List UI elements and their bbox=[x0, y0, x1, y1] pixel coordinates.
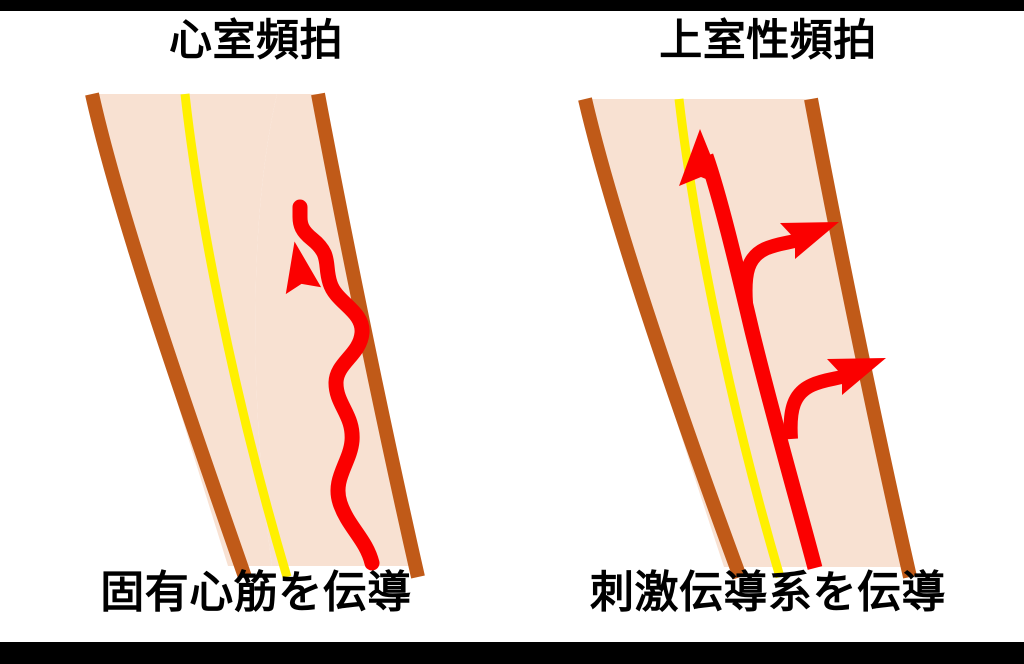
wall-outline-right-outer bbox=[804, 97, 917, 579]
panel-supraventricular-tachycardia: 上室性頻拍 刺激伝導系 bbox=[512, 11, 1024, 642]
vessel-diagram-left bbox=[85, 92, 425, 580]
main-impulse-arrow-shaft-right bbox=[698, 153, 823, 570]
myocardium-fill-left bbox=[92, 94, 277, 566]
panel-ventricular-tachycardia: 心室頻拍 固有心筋を伝導 bbox=[0, 11, 512, 642]
panel-title-right: 上室性頻拍 bbox=[659, 17, 877, 65]
main-impulse-arrowhead-right bbox=[679, 129, 723, 186]
letterbox-bottom bbox=[0, 642, 1024, 664]
zigzag-impulse-arrowhead-left bbox=[285, 241, 322, 295]
zigzag-impulse-arrow-shaft-left bbox=[292, 199, 380, 571]
wall-outline-left-inner bbox=[85, 92, 252, 580]
purkinje-fiber-right bbox=[674, 98, 785, 579]
branch-impulse-arrowhead-upper-right bbox=[780, 222, 839, 259]
figure-canvas: 心室頻拍 固有心筋を伝導 上室性頻拍 bbox=[0, 11, 1024, 642]
panel-caption-right: 刺激伝導系を伝導 bbox=[590, 568, 946, 617]
branch-impulse-arrow-lower-shaft-right bbox=[783, 368, 852, 440]
wall-outline-right-inner bbox=[578, 97, 747, 580]
vessel-diagram-right bbox=[578, 97, 917, 580]
letterbox-top bbox=[0, 0, 1024, 11]
panel-title-left: 心室頻拍 bbox=[169, 17, 343, 65]
panel-caption-left: 固有心筋を伝導 bbox=[100, 568, 412, 617]
branch-impulse-arrow-upper-shaft-right bbox=[738, 232, 805, 304]
purkinje-fiber-left bbox=[180, 93, 292, 579]
branch-impulse-arrowhead-lower-right bbox=[827, 358, 886, 395]
